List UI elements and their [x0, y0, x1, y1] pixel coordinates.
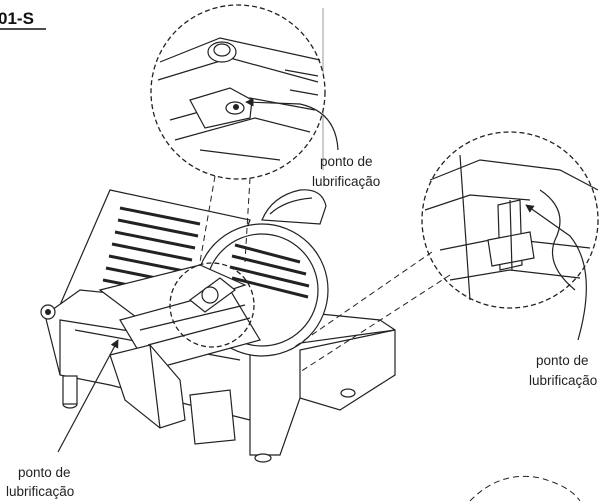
detail-top	[150, 4, 326, 263]
sharpener-cover	[261, 189, 327, 225]
callout-bottom-left-arrow	[57, 339, 119, 453]
detail-right	[289, 131, 599, 373]
model-code-title: 01-S	[0, 9, 34, 28]
detail-top-connector-1	[199, 175, 216, 263]
callout-top-arrow	[245, 98, 339, 151]
callout-top-line2: lubrificação	[312, 174, 380, 189]
callout-right-line1: ponto de	[536, 353, 589, 368]
blade-vents	[229, 243, 310, 299]
callout-bottom-left-line2: lubrificação	[6, 484, 74, 499]
callout-right-arrow	[525, 204, 587, 341]
callout-top-line1: ponto de	[320, 154, 373, 169]
detail-marker-circle	[169, 262, 255, 348]
foot-rear-right	[340, 388, 356, 398]
detail-top-connector-2	[244, 177, 251, 263]
callout-right-line2: lubrificação	[529, 373, 597, 388]
carriage-lower-block	[189, 389, 236, 445]
foot-front-right	[254, 453, 272, 463]
meat-slicer	[40, 189, 396, 463]
callout-bottom-left-line1: ponto de	[18, 465, 71, 480]
next-detail-circle-partial	[469, 475, 581, 501]
detail-right-connector-1	[289, 251, 433, 351]
